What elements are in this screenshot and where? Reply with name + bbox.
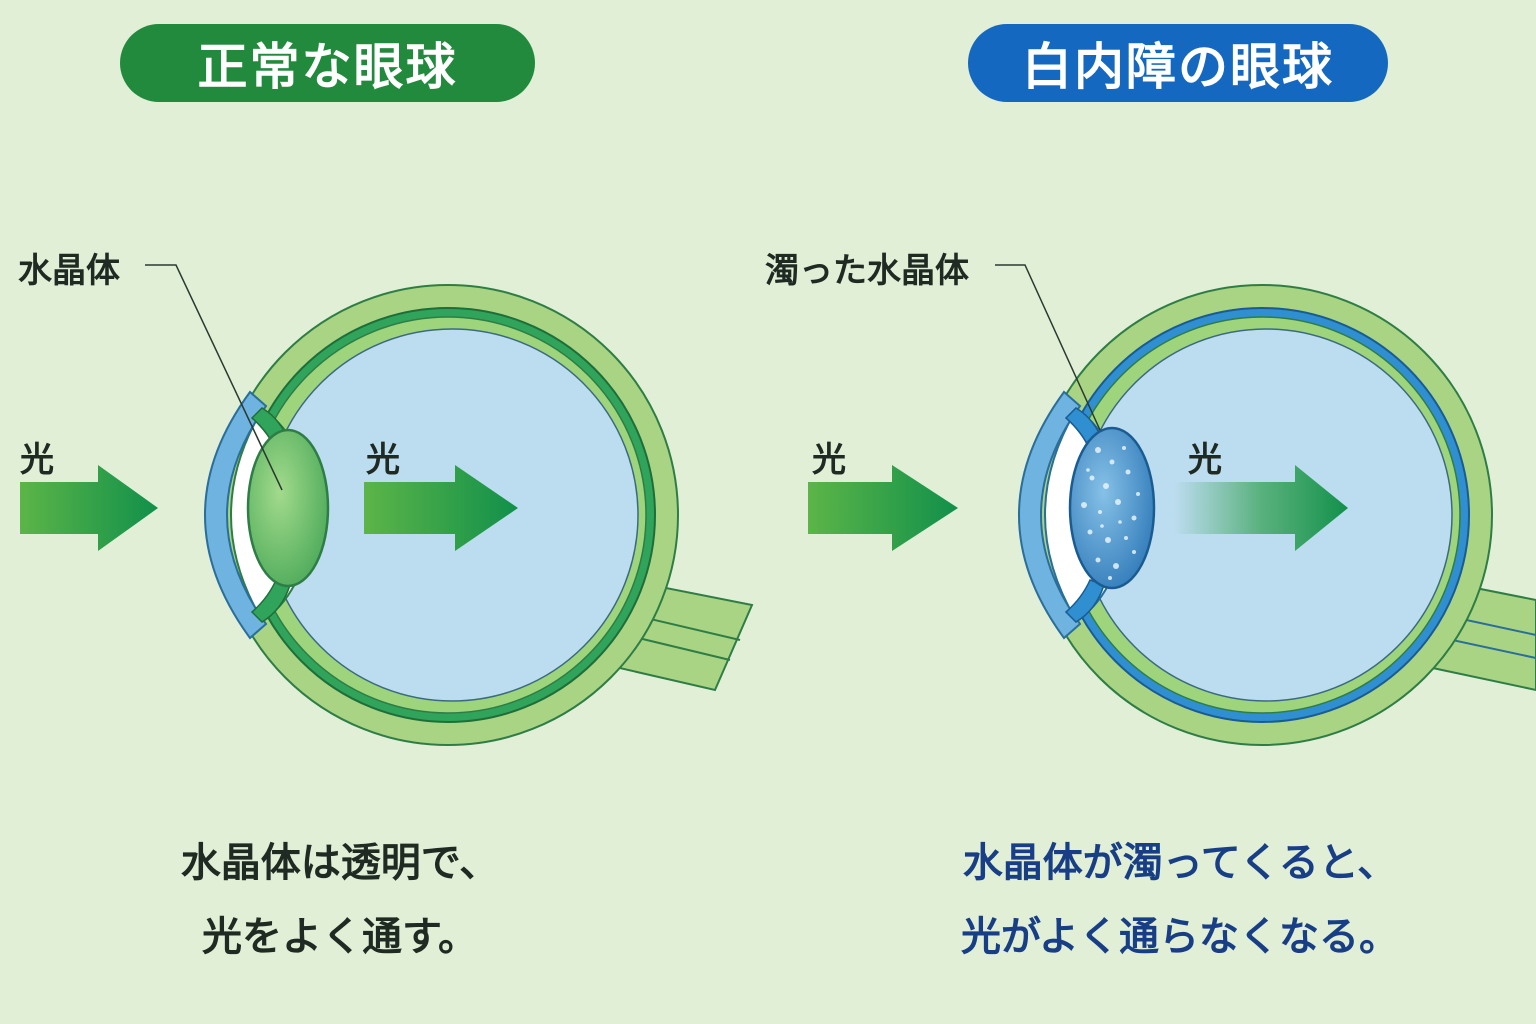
normal-eye-title: 正常な眼球 xyxy=(120,24,535,102)
light-label-in: 光 xyxy=(20,440,54,480)
caption-line: 光がよく通らなくなる。 xyxy=(961,914,1399,960)
lens-leader-line xyxy=(145,264,283,491)
lens-leader-line xyxy=(995,264,1101,431)
caption-line: 光をよく通す。 xyxy=(202,914,478,960)
cataract-eye-caption: 水晶体が濁ってくると、 光がよく通らなくなる。 xyxy=(880,826,1480,974)
light-label-out: 光 xyxy=(366,440,400,480)
light-arrow-in xyxy=(808,465,958,551)
normal-eye-caption: 水晶体は透明で、 光をよく通す。 xyxy=(60,826,620,974)
light-label-in: 光 xyxy=(812,440,846,480)
cornea xyxy=(1018,390,1082,640)
cloudy-lens-label: 濁った水晶体 xyxy=(765,251,969,291)
light-arrow-faded xyxy=(1175,465,1348,551)
cloudy-lens xyxy=(1068,426,1156,590)
light-arrow-through xyxy=(364,465,518,551)
light-arrow-in xyxy=(20,465,158,551)
lens-opacity-dots xyxy=(1081,446,1140,580)
caption-line: 水晶体は透明で、 xyxy=(180,840,500,886)
lens xyxy=(246,428,330,588)
iris-lower xyxy=(1064,579,1105,623)
light-label-out: 光 xyxy=(1188,440,1222,480)
caption-line: 水晶体が濁ってくると、 xyxy=(962,840,1398,886)
cornea xyxy=(204,390,268,640)
lens-label: 水晶体 xyxy=(18,251,120,291)
cataract-eye-title: 白内障の眼球 xyxy=(968,24,1388,102)
